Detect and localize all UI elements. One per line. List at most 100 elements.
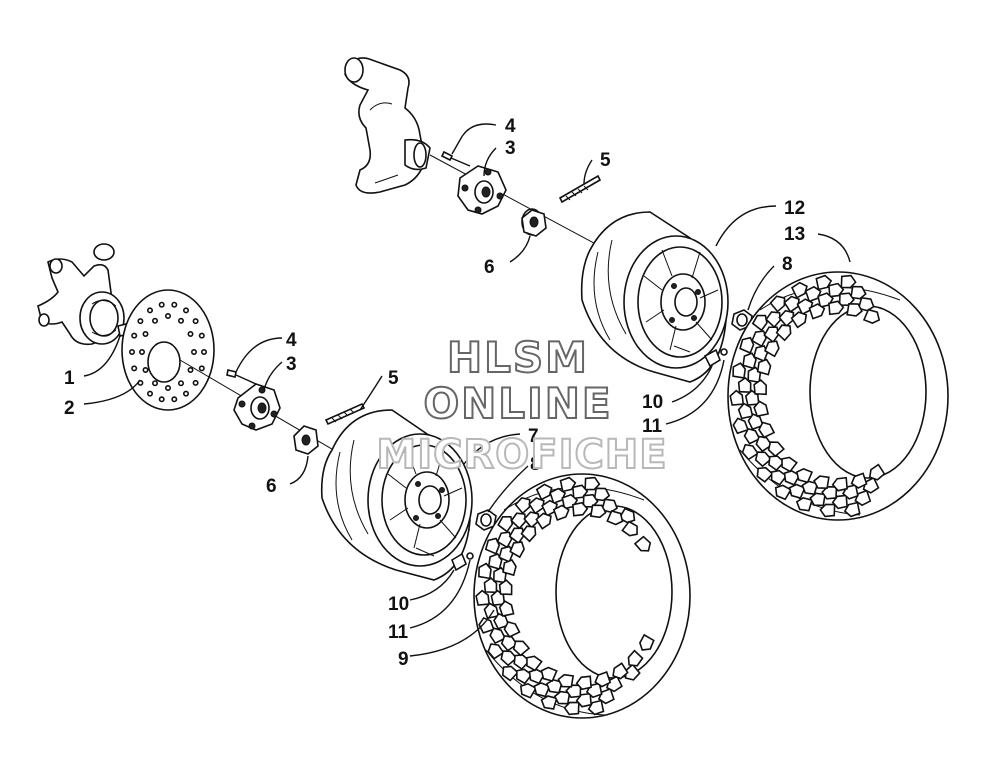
brake-disc-hole — [178, 380, 185, 387]
tread-block — [862, 308, 881, 325]
upper-stud — [558, 174, 602, 204]
tread-block — [790, 311, 808, 329]
upper-tire-tread — [729, 274, 886, 518]
lower-castle-nut — [293, 425, 319, 455]
brake-disc-hole — [131, 332, 138, 339]
tread-block — [732, 417, 749, 435]
callout-6-upper: 6 — [484, 257, 495, 278]
brake-disc-hole — [129, 348, 136, 355]
brake-disc-hole — [152, 380, 159, 387]
callout-1: 1 — [64, 368, 75, 389]
brake-disc-hole — [183, 390, 190, 397]
tread-block — [557, 673, 575, 688]
tread-block — [559, 476, 577, 493]
tread-block — [756, 358, 772, 376]
callout-4-upper: 4 — [505, 116, 516, 137]
tread-block — [512, 640, 531, 657]
lower-tire-tread — [475, 476, 655, 716]
tread-block — [828, 300, 845, 316]
tread-block — [791, 281, 808, 299]
tread-block — [503, 621, 521, 638]
callout-5-upper: 5 — [600, 150, 611, 171]
brake-disc-hole — [183, 307, 190, 314]
brake-disc-hole — [171, 301, 178, 308]
brake-disc-hole — [192, 379, 199, 386]
brake-disc — [121, 289, 215, 411]
tread-block — [781, 456, 798, 473]
brake-disc-hole — [178, 317, 185, 324]
tread-block — [840, 274, 857, 289]
callout-labels: 4 3 5 6 12 13 8 10 11 1 2 4 3 5 6 7 8 10… — [64, 116, 805, 670]
brake-disc-hole — [147, 307, 154, 314]
callout-9: 9 — [398, 649, 409, 670]
callout-8-upper: 8 — [782, 254, 793, 275]
watermark-line-2: ONLINE — [423, 379, 612, 428]
tread-block — [753, 400, 770, 418]
tread-block — [563, 701, 580, 716]
tread-block — [606, 510, 624, 526]
tread-block — [804, 285, 822, 303]
upper-steering-knuckle — [344, 57, 431, 194]
tread-block — [775, 324, 792, 342]
brake-disc-hole — [187, 330, 194, 337]
brake-disc-hole — [198, 365, 205, 372]
callout-6-lower: 6 — [266, 476, 277, 497]
brake-disc-hole — [198, 332, 205, 339]
brake-disc-hole — [137, 318, 144, 325]
tread-block — [813, 475, 830, 490]
callout-2: 2 — [64, 398, 75, 419]
brake-disc-hole — [139, 348, 146, 355]
tread-block — [594, 670, 612, 688]
tread-block — [589, 504, 607, 519]
tread-block — [758, 421, 776, 439]
upper-valve-stem — [673, 345, 728, 368]
watermark-line-3: MICROFICHE — [376, 432, 667, 478]
tread-block — [753, 378, 767, 396]
callout-4-lower: 4 — [286, 330, 297, 351]
brake-disc-hole — [142, 366, 149, 373]
callout-10-lower: 10 — [388, 594, 409, 615]
tread-block — [597, 687, 615, 705]
tread-block — [552, 504, 570, 522]
callout-3-upper: 3 — [505, 138, 516, 159]
tread-block — [850, 472, 868, 489]
tread-block — [498, 600, 515, 617]
tread-block — [502, 559, 517, 577]
tread-block — [540, 666, 558, 682]
lower-lug-nut — [475, 509, 497, 531]
tread-block — [795, 467, 814, 484]
upper-screw — [440, 150, 471, 167]
tread-block — [815, 274, 833, 291]
tread-block — [729, 389, 745, 406]
upper-hub — [457, 165, 507, 215]
callout-3-lower: 3 — [286, 354, 297, 375]
brake-disc-hole — [165, 312, 172, 319]
tread-block — [633, 535, 652, 552]
callout-13: 13 — [784, 224, 805, 245]
tread-block — [509, 541, 525, 559]
tread-block — [808, 303, 826, 320]
tread-block — [526, 655, 543, 672]
brake-disc-hole — [158, 301, 165, 308]
tread-block — [843, 501, 861, 518]
tread-block — [831, 476, 848, 492]
brake-disc-hole — [187, 366, 194, 373]
tread-block — [587, 699, 605, 716]
callout-5-lower: 5 — [388, 368, 399, 389]
tread-block — [535, 512, 552, 530]
tread-block — [846, 302, 863, 317]
lower-wheel-rim — [320, 409, 473, 581]
tread-block — [627, 649, 644, 667]
tread-block — [621, 520, 638, 537]
brake-disc-hole — [191, 348, 198, 355]
brake-disc-hole — [131, 365, 138, 372]
upper-castle-nut — [521, 208, 547, 237]
callout-11-lower: 11 — [388, 622, 409, 643]
lower-steering-knuckle — [37, 243, 125, 346]
brake-disc-hole — [171, 396, 178, 403]
brake-disc-hole — [152, 317, 159, 324]
brake-disc-hole — [158, 396, 165, 403]
tread-block — [520, 525, 537, 543]
tread-block — [549, 487, 567, 505]
watermark: HLSM ONLINE MICROFICHE — [375, 332, 667, 479]
